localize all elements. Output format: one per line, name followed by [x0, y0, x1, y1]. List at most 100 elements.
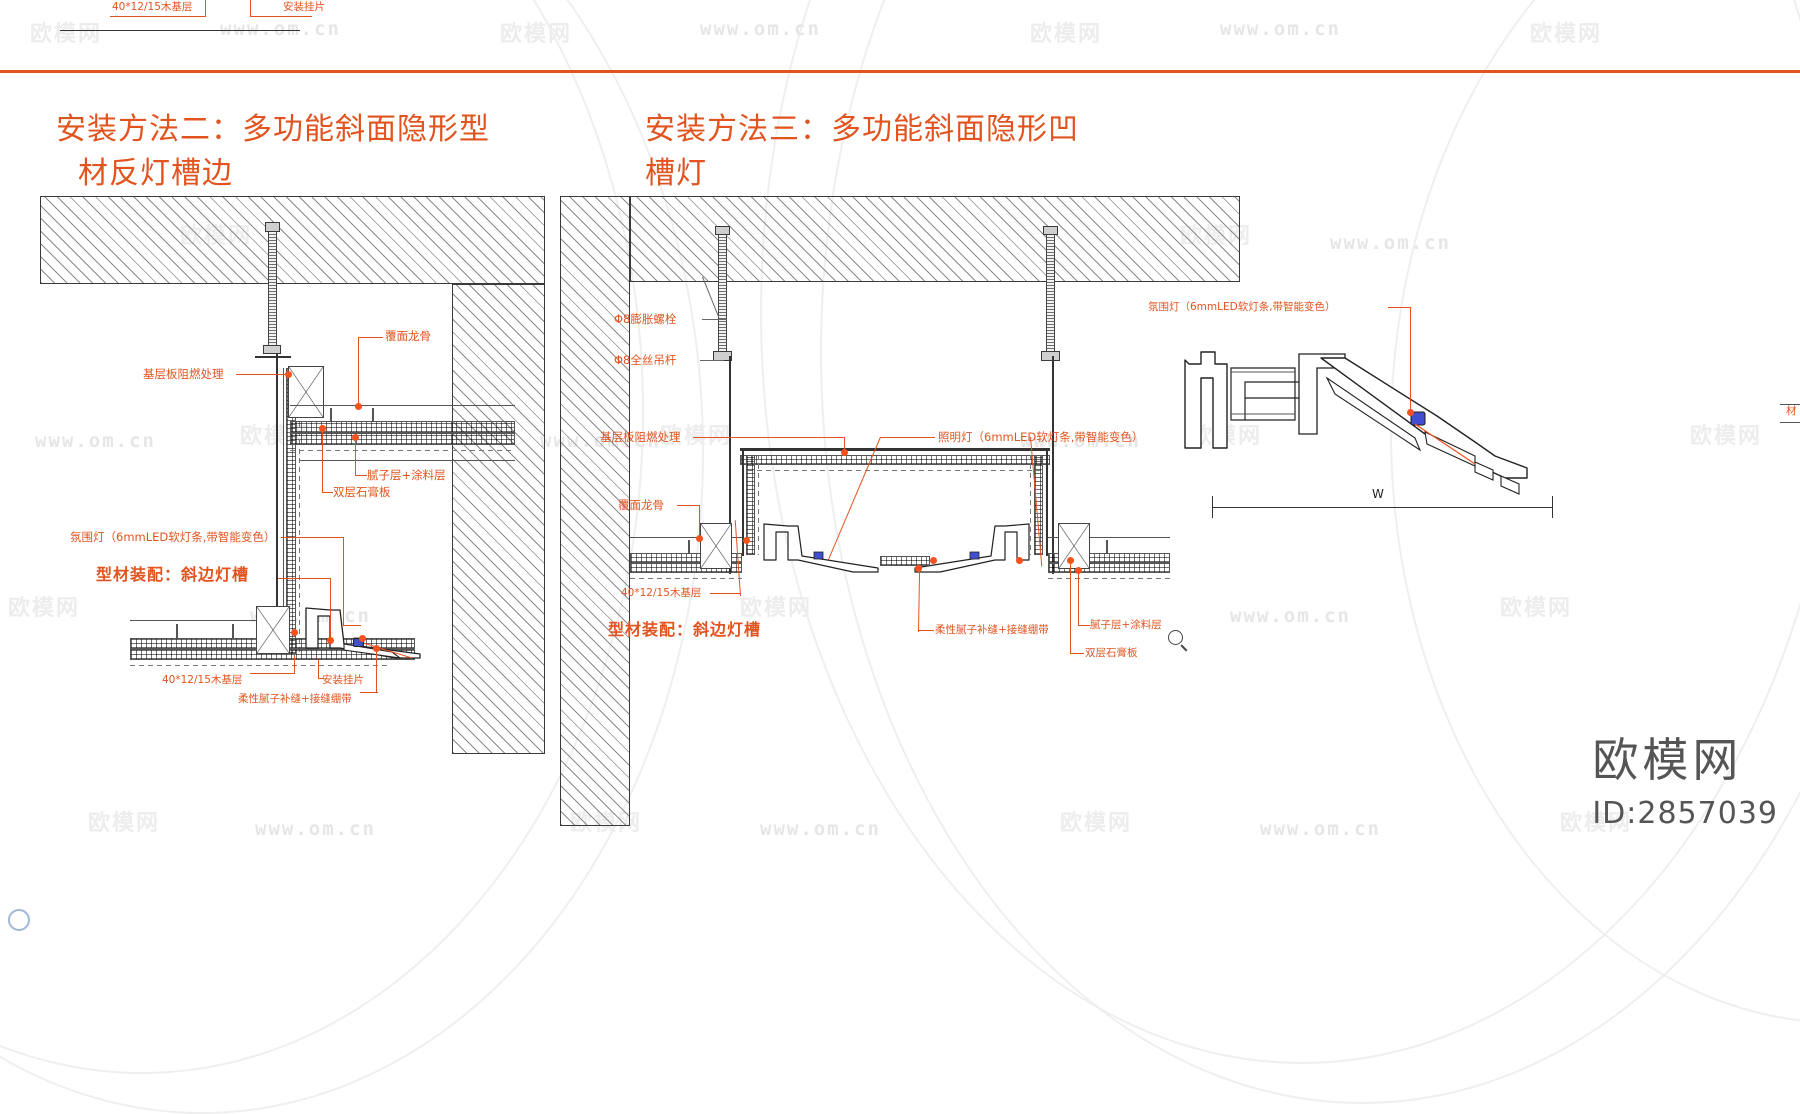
leader-line — [880, 437, 935, 438]
trough-left-wall — [742, 448, 744, 556]
leader-line — [702, 319, 727, 320]
leader-line — [343, 625, 361, 626]
watermark-url: www.om.cn — [220, 18, 341, 40]
bevel-light-profile-right — [914, 523, 1030, 573]
face-keel-line — [290, 405, 515, 406]
ceiling-gypsum-right-1 — [1048, 553, 1170, 563]
leader-line — [1388, 307, 1410, 308]
leader-line — [318, 660, 319, 678]
leader-dot — [284, 370, 292, 378]
leader-dot — [1015, 556, 1023, 564]
leader-dot — [1074, 566, 1082, 574]
leader-dot — [326, 636, 334, 644]
label-flex-putty: 柔性腻子补缝+接缝绷带 — [238, 693, 352, 705]
sheet-edge-mark — [1780, 404, 1800, 405]
label-putty-paint-mid: 腻子层+涂料层 — [1090, 619, 1162, 631]
ceiling-bottom-line — [300, 460, 515, 461]
leader-line — [236, 374, 286, 375]
leader-line — [360, 692, 378, 693]
leader-line — [844, 437, 845, 451]
label-profile-assembly-mid: 型材装配：斜边灯槽 — [608, 620, 762, 639]
watermark-url: www.om.cn — [1220, 18, 1341, 40]
label-mounting-clip: 安装挂片 — [322, 674, 364, 686]
concrete-slab — [40, 196, 545, 284]
leader-line — [1078, 570, 1079, 625]
keel-edge — [283, 368, 284, 654]
sheet-edge-label: 材 — [1786, 405, 1797, 417]
leader-dot — [351, 433, 359, 441]
label-mounting-clip-top: 安装挂片 — [283, 1, 325, 13]
leader-line — [278, 578, 330, 579]
lower-putty-line — [130, 665, 390, 666]
leader-line — [250, 0, 251, 16]
leader-dot — [318, 424, 326, 432]
leader-line — [318, 678, 324, 679]
trough-right-dash — [1030, 455, 1031, 555]
leader-line — [358, 337, 359, 405]
leader-line — [322, 492, 333, 493]
gypsum-board-layer-2 — [290, 433, 515, 445]
face-keel-line-right — [1048, 537, 1170, 538]
watermark-brand: 欧模网 — [30, 22, 103, 47]
watermark-url: www.om.cn — [255, 818, 376, 840]
watermark-brand: 欧模网 — [1690, 424, 1763, 449]
watermark-url: www.om.cn — [700, 18, 821, 40]
main-keel-vertical — [1052, 356, 1054, 574]
label-double-gypsum: 双层石膏板 — [333, 485, 391, 499]
label-wood-base-top: 40*12/15木基层 — [112, 1, 193, 13]
watermark-brand: 欧模网 — [500, 22, 573, 47]
leader-line — [322, 428, 323, 492]
leader-line — [281, 537, 343, 538]
label-wood-base: 40*12/15木基层 — [162, 674, 243, 686]
label-expansion-bolt: Φ8膨胀螺栓 — [614, 312, 677, 326]
watermark-brand: 欧模网 — [8, 596, 81, 621]
leader-line — [1078, 625, 1090, 626]
leader-line — [699, 505, 700, 538]
sheet-edge-mark — [1780, 422, 1800, 423]
label-substrate-fire-mid: 基层板阻燃处理 — [600, 430, 681, 444]
label-double-gypsum-mid: 双层石膏板 — [1085, 647, 1138, 659]
clip-tick — [330, 408, 332, 422]
decorative-arc-5 — [1390, 0, 1800, 1024]
main-keel-vertical — [729, 356, 731, 574]
leader-line — [355, 475, 367, 476]
label-wood-base-mid: 40*12/15木基层 — [621, 587, 702, 599]
top-cut-line — [60, 30, 300, 31]
leader-line — [677, 505, 699, 506]
watermark-brand: 欧模网 — [740, 596, 813, 621]
dimension-label-w: W — [1372, 487, 1384, 501]
trough-right-gypsum — [1034, 455, 1043, 555]
leader-line — [358, 337, 383, 338]
leader-line — [710, 593, 740, 594]
watermark-brand: 欧模网 — [1530, 22, 1603, 47]
watermark-brand: 欧模网 — [1030, 22, 1103, 47]
lower-clip-tick — [232, 624, 234, 638]
face-keel-line-left — [630, 537, 742, 538]
ceiling-putty-right — [1048, 578, 1170, 579]
label-ambient-light: 氛围灯（6mmLED软灯条,带智能变色） — [70, 530, 276, 544]
threaded-rod — [718, 232, 727, 352]
trough-left-gypsum — [746, 455, 755, 555]
leader-line — [294, 655, 295, 673]
clip-tick — [688, 540, 690, 553]
leader-line — [330, 578, 331, 640]
hanger-bracket — [255, 356, 291, 358]
watermark-brand: 欧模网 — [1500, 596, 1573, 621]
title-method-three-line1: 安装方法三：多功能斜面隐形凹 — [645, 112, 1079, 147]
keel-section-box-left — [700, 523, 732, 569]
trough-left-dash — [758, 455, 759, 555]
aluminium-profile-section — [1184, 351, 1528, 495]
bevel-light-profile — [305, 607, 421, 659]
label-putty-paint: 腻子层+涂料层 — [367, 468, 446, 482]
leader-line — [1070, 653, 1084, 654]
dimension-line-w — [1212, 507, 1552, 508]
hanger-nut — [1041, 351, 1060, 361]
label-face-keel-mid: 覆面龙骨 — [618, 498, 664, 512]
brand-name: 欧模网 — [1592, 733, 1743, 787]
lower-keel-line — [130, 620, 280, 621]
leader-line — [205, 0, 206, 16]
leader-dot — [914, 564, 922, 572]
leader-line — [250, 16, 312, 17]
header-divider — [0, 70, 1800, 73]
title-method-two-line1: 安装方法二：多功能斜面隐形型 — [56, 112, 490, 147]
